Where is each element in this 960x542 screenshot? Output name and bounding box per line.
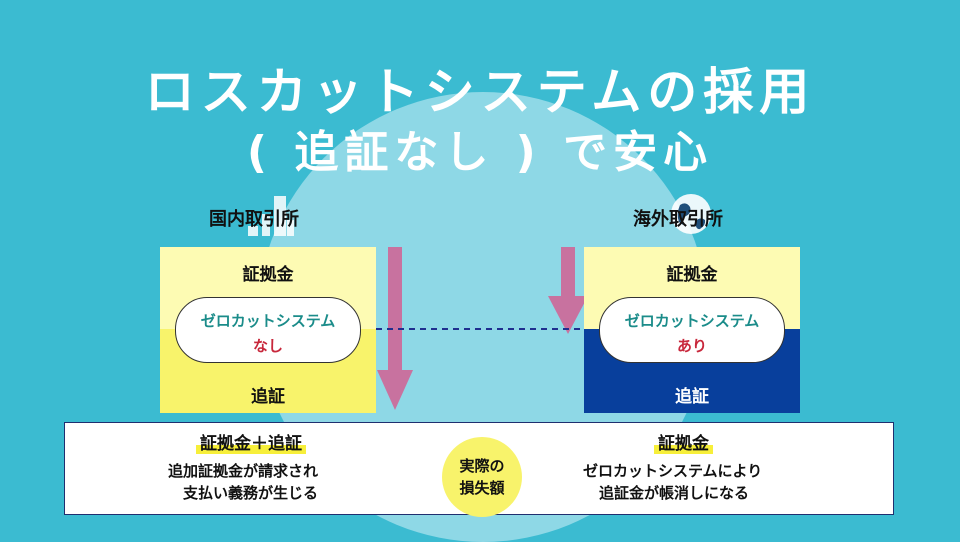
domestic-exchange-box: 証拠金 ゼロカットシステム なし 追証 — [160, 247, 376, 413]
additional-margin-label: 追証 — [251, 387, 285, 407]
additional-margin-label: 追証 — [675, 387, 709, 407]
title-line-2: ( 追証なし ) で安心 — [246, 127, 714, 178]
actual-loss-circle: 実際の 損失額 — [442, 437, 522, 517]
right-result-heading: 証拠金 — [654, 429, 713, 454]
city-icon — [248, 196, 294, 236]
zero-cut-state: なし — [252, 337, 283, 355]
left-column-label: 国内取引所 — [209, 209, 299, 230]
actual-loss-line-2: 損失額 — [459, 479, 505, 497]
zero-cut-pill: ゼロカットシステム あり — [599, 297, 785, 363]
down-arrow-icon — [548, 247, 588, 334]
right-result-line-1: ゼロカットシステムにより — [583, 462, 763, 480]
right-result-heading-text: 証拠金 — [654, 434, 713, 454]
margin-label: 証拠金 — [666, 265, 718, 285]
right-column-label: 海外取引所 — [633, 209, 723, 230]
title-line-1: ロスカットシステムの採用 — [144, 63, 816, 121]
left-result-heading-text: 証拠金＋追証 — [196, 434, 306, 454]
margin-label: 証拠金 — [242, 265, 294, 285]
overseas-exchange-box: 証拠金 ゼロカットシステム あり 追証 — [584, 247, 800, 413]
actual-loss-line-1: 実際の — [459, 457, 505, 475]
zero-cut-system-label: ゼロカットシステム — [200, 312, 336, 330]
left-result-line-1: 追加証拠金が請求され — [168, 462, 319, 480]
zero-cut-state: あり — [676, 337, 707, 355]
right-result-line-2: 追証金が帳消しになる — [599, 484, 750, 502]
down-arrow-icon — [377, 247, 413, 410]
globe-icon — [671, 194, 711, 234]
left-result-heading: 証拠金＋追証 — [196, 429, 306, 454]
left-result-line-2: 支払い義務が生じる — [183, 484, 319, 502]
zero-cut-pill: ゼロカットシステム なし — [175, 297, 361, 363]
zero-cut-system-label: ゼロカットシステム — [624, 312, 760, 330]
